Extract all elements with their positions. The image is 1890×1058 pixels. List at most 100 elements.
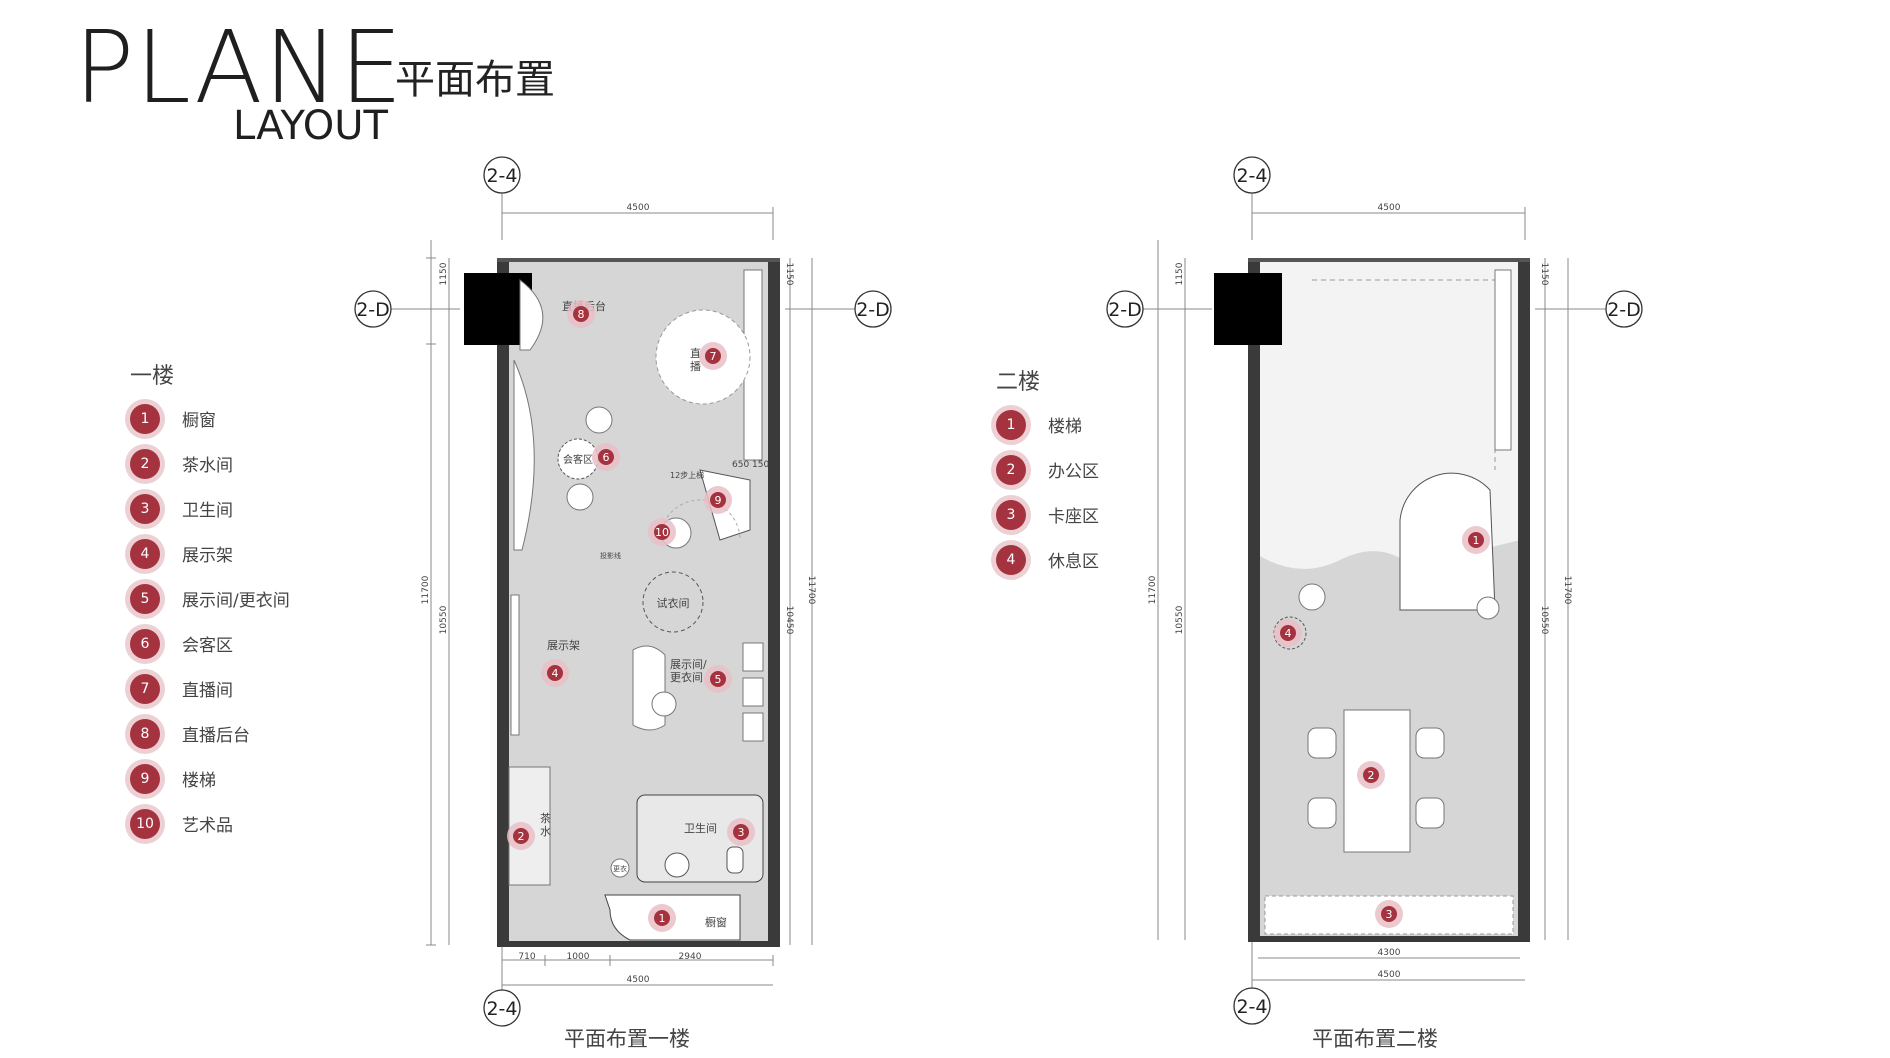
floor1-marker-6 xyxy=(598,449,614,465)
legend-floor2-item-4: 4 休息区 xyxy=(996,537,1099,582)
floor1-label-projection: 投影线 xyxy=(600,551,621,560)
floor1-marker-4-num: 4 xyxy=(552,667,559,680)
floor1-axis-right-circle xyxy=(854,290,892,328)
floor2-axis-left-circle xyxy=(1106,290,1144,328)
floor2-marker-4 xyxy=(1280,625,1296,641)
floor1-label-toilet: 卫生间 xyxy=(684,821,717,835)
legend-label: 艺术品 xyxy=(182,816,233,836)
floor1-label-fitting: 试衣间 xyxy=(657,596,690,610)
legend-label: 办公区 xyxy=(1048,462,1099,482)
floor2-axis-left: 2-D xyxy=(1108,299,1142,321)
title-plane: PLANE xyxy=(74,9,404,126)
floor2-drawing xyxy=(1140,175,1610,1000)
legend-label: 直播后台 xyxy=(182,726,250,746)
legend-floor1-item-10: 10 艺术品 xyxy=(130,801,290,846)
floor2-dim-left-inner: 10550 xyxy=(1175,605,1185,634)
floor2-marker-1 xyxy=(1468,532,1484,548)
legend-floor2-item-2: 2 办公区 xyxy=(996,447,1099,492)
floor2-dim-left-top: 1150 xyxy=(1175,262,1185,285)
floor1-label-small-room: 更衣 xyxy=(613,864,627,873)
legend-label: 卡座区 xyxy=(1048,507,1099,527)
floor1-label-window: 橱窗 xyxy=(705,915,727,929)
floor1-axis-bottom: 2-4 xyxy=(486,998,517,1020)
legend-label: 卫生间 xyxy=(182,501,233,521)
legend-marker: 1 xyxy=(130,403,160,434)
title-cn: 平面布置 xyxy=(395,57,555,103)
legend-marker: 4 xyxy=(996,544,1026,575)
legend-label: 展示架 xyxy=(182,546,233,566)
legend-marker: 7 xyxy=(130,673,160,704)
floor2-axis-top: 2-4 xyxy=(1236,165,1267,187)
legend-floor1-item-4: 4 展示架 xyxy=(130,531,290,576)
floor1-label-live: 播 xyxy=(690,359,701,373)
floor2-dim-left-total: 11700 xyxy=(1148,575,1158,604)
floor2-dim-right-top: 1150 xyxy=(1539,263,1549,286)
floor1-label-stair-dim-b: 150 xyxy=(752,460,769,470)
legend-label: 楼梯 xyxy=(182,771,216,791)
floor1-dim-right-total: 11700 xyxy=(806,576,816,605)
floor1-label-tea: 水 xyxy=(540,825,551,838)
floor1-marker-7 xyxy=(705,348,721,364)
legend-floor1-item-7: 7 直播间 xyxy=(130,666,290,711)
floor1-marker-1 xyxy=(654,910,670,926)
legend-marker: 1 xyxy=(996,409,1026,440)
floor1-dim-left-total: 11700 xyxy=(421,575,431,604)
floor1-label-tea: 茶 xyxy=(540,812,551,825)
legend-marker: 4 xyxy=(130,538,160,569)
floor1-dim-right-top: 1150 xyxy=(784,263,794,286)
legend-label: 展示间/更衣间 xyxy=(182,591,290,611)
floor1-marker-7-num: 7 xyxy=(710,350,717,363)
floor1-dim-bottom-1: 710 xyxy=(518,952,535,962)
floor1-axis-bottom-circle xyxy=(483,989,521,1027)
floor1-marker-6-num: 6 xyxy=(603,451,610,464)
floor2-dim-top: 4500 xyxy=(1378,203,1401,213)
floor2-caption: 平面布置二楼 xyxy=(1312,1027,1438,1051)
floor1-marker-2-num: 2 xyxy=(518,830,525,843)
floor1-marker-2 xyxy=(513,828,529,844)
floor1-marker-9 xyxy=(710,492,726,508)
floor1-dim-bottom-2: 1000 xyxy=(567,952,590,962)
floor2-dim-bottom-total: 4500 xyxy=(1378,970,1401,980)
floor1-dim-bottom-total: 4500 xyxy=(627,975,650,985)
floor2-marker-2-num: 2 xyxy=(1368,769,1375,782)
legend-label: 休息区 xyxy=(1048,552,1099,572)
legend-marker: 2 xyxy=(996,454,1026,485)
floor2-axis-bottom: 2-4 xyxy=(1236,996,1267,1018)
legend-marker: 10 xyxy=(130,808,160,839)
floor1-marker-9-num: 9 xyxy=(715,494,722,507)
floor1-marker-1-num: 1 xyxy=(659,912,666,925)
legend-label: 直播间 xyxy=(182,681,233,701)
floor2-dim-right-total: 11700 xyxy=(1562,576,1572,605)
floor1-label-live: 直 xyxy=(690,346,701,360)
floor1-marker-8 xyxy=(573,306,589,322)
floor1-caption: 平面布置一楼 xyxy=(564,1027,690,1051)
legend-marker: 6 xyxy=(130,628,160,659)
floor1-axis-top-circle xyxy=(483,156,521,194)
floor1-marker-10-num: 10 xyxy=(655,526,669,539)
legend-floor2-heading: 二楼 xyxy=(996,370,1041,395)
floor1-label-stair-dim-a: 650 xyxy=(732,460,749,470)
floor2-marker-4-num: 4 xyxy=(1285,627,1292,640)
floor1-marker-5-num: 5 xyxy=(715,673,722,686)
floor2-axis-right: 2-D xyxy=(1607,299,1641,321)
floor1-axis-left-circle xyxy=(354,290,392,328)
legend-label: 茶水间 xyxy=(182,456,233,476)
legend-label: 楼梯 xyxy=(1048,417,1082,437)
legend-floor1-heading: 一楼 xyxy=(130,364,175,389)
floor1-marker-8-num: 8 xyxy=(578,308,585,321)
floor2-marker-3 xyxy=(1381,906,1397,922)
floor2-axis-bottom-circle xyxy=(1233,987,1271,1025)
floor2-axis-top-circle xyxy=(1233,156,1271,194)
floor1-dim-right-inner: 10450 xyxy=(784,606,794,635)
